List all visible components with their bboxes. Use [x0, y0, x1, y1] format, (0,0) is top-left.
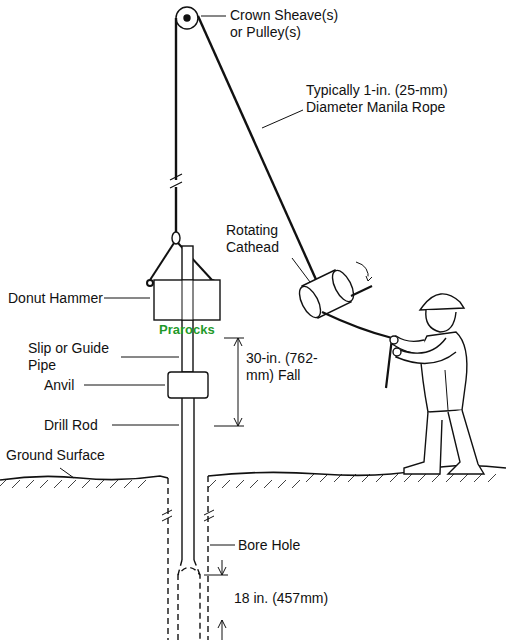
hatch-stroke [236, 480, 244, 488]
hatch-stroke [124, 480, 132, 488]
manila-rope [198, 16, 318, 284]
anvil [168, 372, 208, 398]
hatch-stroke [418, 474, 426, 482]
hatch-stroke [110, 480, 118, 488]
sampler-dimension [204, 560, 228, 640]
hatch-stroke [474, 474, 482, 482]
part-label: Ground Surface [6, 447, 105, 464]
borehole-break [162, 510, 214, 521]
hatch-stroke [404, 474, 412, 482]
hatch-stroke [26, 480, 34, 488]
guide-pipe [182, 246, 193, 372]
crown-sheave [176, 7, 198, 29]
rotating-cathead [295, 262, 372, 321]
bore-hole [168, 476, 208, 640]
hatch-stroke [292, 480, 300, 488]
part-label: Typically 1-in. (25-mm) Diameter Manila … [306, 82, 478, 116]
dimension-label: 18 in. (457mm) [234, 590, 328, 607]
hatch-stroke [222, 480, 230, 488]
watermark: Prarocks [159, 321, 215, 338]
hatch-stroke [432, 474, 440, 482]
donut-hammer [154, 280, 220, 320]
hatch-stroke [82, 480, 90, 488]
leader-lines [60, 16, 310, 545]
hatch-stroke [460, 474, 468, 482]
part-label: Slip or Guide Pipe [28, 340, 120, 374]
hoist-rope [170, 18, 182, 244]
hatch-stroke [68, 480, 76, 488]
drill-rod [182, 398, 194, 560]
hatch-stroke [0, 480, 6, 488]
ground-hatching [0, 474, 496, 488]
hatch-stroke [278, 480, 286, 488]
hatch-stroke [138, 480, 146, 488]
part-label: Rotating Cathead [226, 222, 294, 256]
hatch-stroke [40, 480, 48, 488]
hatch-stroke [348, 474, 356, 482]
hatch-stroke [96, 480, 104, 488]
hatch-stroke [446, 474, 454, 482]
fall-dimension [214, 338, 244, 426]
hatch-stroke [264, 480, 272, 488]
dimension-label: 30-in. (762-mm) Fall [246, 350, 342, 384]
part-label: Anvil [44, 377, 74, 394]
operator-figure [390, 294, 484, 474]
part-label: Crown Sheave(s) or Pulley(s) [230, 7, 345, 41]
hatch-stroke [334, 474, 342, 482]
hatch-stroke [12, 480, 20, 488]
rope-tail [322, 312, 392, 388]
part-label: Bore Hole [238, 537, 300, 554]
hatch-stroke [306, 474, 314, 482]
part-label: Drill Rod [44, 417, 98, 434]
sheave-axle [184, 15, 190, 21]
part-label: Donut Hammer [8, 290, 103, 307]
hatch-stroke [390, 474, 398, 482]
hatch-stroke [376, 474, 384, 482]
hatch-stroke [54, 480, 62, 488]
hatch-stroke [362, 474, 370, 482]
hatch-stroke [208, 480, 216, 488]
hatch-stroke [250, 480, 258, 488]
hatch-stroke [320, 474, 328, 482]
hatch-stroke [488, 474, 496, 482]
